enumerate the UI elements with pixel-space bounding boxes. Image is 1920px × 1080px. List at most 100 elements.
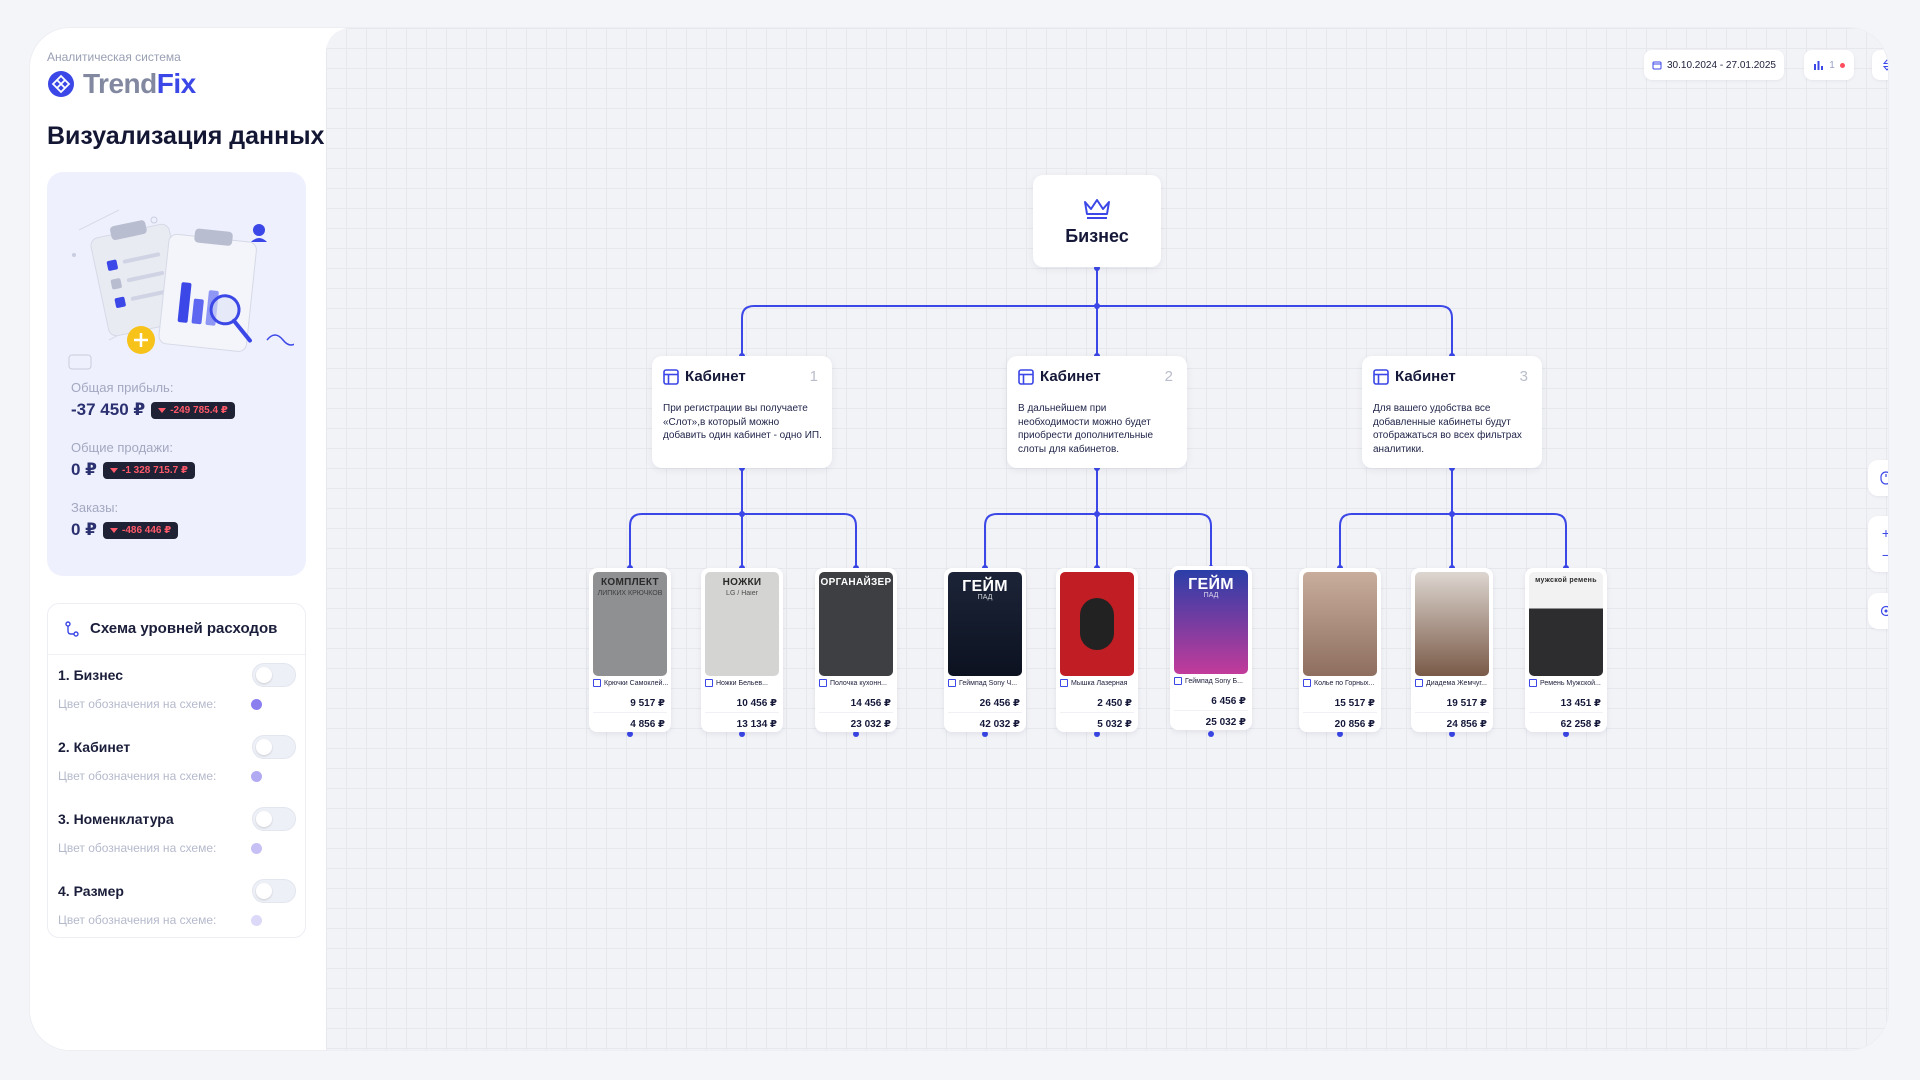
product-value-2: 42 032 ₽ xyxy=(979,719,1020,730)
date-range-picker[interactable]: 30.10.2024 - 27.01.2025 xyxy=(1644,50,1784,80)
product-card[interactable]: Колье по Горных... 15 517 ₽ 20 856 ₽ xyxy=(1299,568,1381,732)
product-value-2: 5 032 ₽ xyxy=(1097,719,1132,730)
sort-button[interactable] xyxy=(1872,50,1888,80)
product-name-text: Крючки Самоклей... xyxy=(604,679,669,687)
levels-card: Схема уровней расходов 1. Бизнес Цвет об… xyxy=(47,603,306,938)
toggle-knob xyxy=(256,883,272,899)
level-toggle[interactable] xyxy=(252,879,296,903)
layout-icon xyxy=(663,368,679,385)
product-value-1: 6 456 ₽ xyxy=(1211,696,1246,707)
divider xyxy=(48,654,305,655)
level-toggle[interactable] xyxy=(252,807,296,831)
page-title: Визуализация данных xyxy=(47,122,325,150)
product-value-2: 62 258 ₽ xyxy=(1560,719,1601,730)
product-card[interactable]: НОЖКИ LG / Haier Ножки Бельев... 10 456 … xyxy=(701,568,783,732)
product-icon xyxy=(1060,679,1068,687)
product-image-caption: мужской ремень xyxy=(1535,577,1597,584)
divider xyxy=(819,712,893,713)
product-name: Геймпад Sony Б... xyxy=(1174,677,1250,685)
clipboard-illustration xyxy=(68,209,294,370)
calendar-icon xyxy=(1652,61,1662,70)
product-image-caption: ГЕЙМ xyxy=(962,578,1008,595)
bar-chart-icon xyxy=(1814,61,1824,70)
root-node-business[interactable]: Бизнес xyxy=(1033,175,1161,267)
product-card[interactable]: ГЕЙМ ПАД Геймпад Sony Б... 6 456 ₽ 25 03… xyxy=(1170,566,1252,730)
layout-icon xyxy=(1373,368,1389,385)
product-card[interactable]: ОРГАНАЙЗЕР Полочка кухонн... 14 456 ₽ 23… xyxy=(815,568,897,732)
logo-fix: Fix xyxy=(156,68,196,99)
product-card[interactable]: КОМПЛЕКТ ЛИПКИХ КРЮЧКОВ Крючки Самоклей.… xyxy=(589,568,671,732)
chart-count: 1 xyxy=(1829,59,1835,71)
level-color-dot[interactable] xyxy=(251,699,262,710)
cabinet-number: 2 xyxy=(1164,368,1173,385)
chart-filter-button[interactable]: 1 xyxy=(1804,50,1854,80)
product-name-text: Ремень Мужской... xyxy=(1540,679,1601,687)
product-card[interactable]: Мышка Лазерная 2 450 ₽ 5 032 ₽ xyxy=(1056,568,1138,732)
app-window: Аналитическая система TrendFix Визуализа… xyxy=(30,28,1888,1050)
logo-text: TrendFix xyxy=(83,68,196,100)
level-color-dot[interactable] xyxy=(251,771,262,782)
cabinet-node-2[interactable]: Кабинет 2 В дальнейшем при необходимости… xyxy=(1007,356,1187,468)
cabinet-description: Для вашего удобства все добавленные каби… xyxy=(1373,403,1522,455)
logo[interactable]: TrendFix xyxy=(47,68,196,100)
system-label: Аналитическая система xyxy=(47,50,181,64)
product-name: Полочка кухонн... xyxy=(819,679,895,687)
level-color-dot[interactable] xyxy=(251,915,262,926)
product-card[interactable]: мужской ремень Ремень Мужской... 13 451 … xyxy=(1525,568,1607,732)
product-icon xyxy=(1415,679,1423,687)
product-image: мужской ремень xyxy=(1529,572,1603,676)
product-value-2: 4 856 ₽ xyxy=(630,719,665,730)
levels-title: Схема уровней расходов xyxy=(90,620,278,637)
zoom-in-icon[interactable]: + xyxy=(1881,525,1888,541)
root-label: Бизнес xyxy=(1065,225,1129,246)
notification-dot xyxy=(1839,62,1845,68)
product-image: НОЖКИ LG / Haier xyxy=(705,572,779,676)
product-icon xyxy=(705,679,713,687)
cabinet-node-3[interactable]: Кабинет 3 Для вашего удобства все добавл… xyxy=(1362,356,1542,468)
level-toggle[interactable] xyxy=(252,663,296,687)
down-triangle-icon xyxy=(110,527,119,533)
cabinet-node-1[interactable]: Кабинет 1 При регистрации вы получаете «… xyxy=(652,356,832,468)
product-image: ГЕЙМ ПАД xyxy=(1174,570,1248,674)
profit-label: Общая прибыль: xyxy=(71,380,174,395)
product-value-2: 24 856 ₽ xyxy=(1446,719,1487,730)
product-value-2: 20 856 ₽ xyxy=(1334,719,1375,730)
level-item-business: 1. Бизнес Цвет обозначения на схеме: xyxy=(58,659,296,731)
product-image: ОРГАНАЙЗЕР xyxy=(819,572,893,676)
levels-header: Схема уровней расходов xyxy=(64,620,277,637)
profit-delta-badge: -249 785.4 ₽ xyxy=(151,401,235,419)
down-triangle-icon xyxy=(158,407,167,413)
product-card[interactable]: Диадема Жемчуг... 19 517 ₽ 24 856 ₽ xyxy=(1411,568,1493,732)
product-image xyxy=(1303,572,1377,676)
product-icon xyxy=(1303,679,1311,687)
product-name-text: Диадема Жемчуг... xyxy=(1426,679,1487,687)
profit-row: -37 450 ₽ -249 785.4 ₽ xyxy=(71,400,235,420)
product-name-text: Геймпад Sony Б... xyxy=(1185,677,1243,685)
recenter-button[interactable] xyxy=(1868,593,1888,629)
level-toggle[interactable] xyxy=(252,735,296,759)
product-image-caption: НОЖКИ xyxy=(722,577,762,588)
zoom-out-icon[interactable]: − xyxy=(1881,547,1888,563)
product-value-1: 9 517 ₽ xyxy=(630,698,665,709)
level-color-dot[interactable] xyxy=(251,843,262,854)
level-color-label: Цвет обозначения на схеме: xyxy=(58,697,217,711)
orders-row: 0 ₽ -486 446 ₽ xyxy=(71,520,179,540)
product-image-subcaption: ПАД xyxy=(1203,592,1219,599)
product-value-1: 2 450 ₽ xyxy=(1097,698,1132,709)
level-name: 1. Бизнес xyxy=(58,667,124,683)
product-name: Ножки Бельев... xyxy=(705,679,781,687)
product-name-text: Мышка Лазерная xyxy=(1071,679,1128,687)
product-name-text: Колье по Горных... xyxy=(1314,679,1375,687)
product-image-caption: КОМПЛЕКТ xyxy=(601,577,659,588)
pan-mode-button[interactable] xyxy=(1868,460,1888,496)
tree-canvas[interactable]: 30.10.2024 - 27.01.2025 1 + − xyxy=(326,28,1888,1050)
level-color-label: Цвет обозначения на схеме: xyxy=(58,769,217,783)
product-image-caption: ОРГАНАЙЗЕР xyxy=(820,577,892,588)
layout-icon xyxy=(1018,368,1034,385)
product-name-text: Полочка кухонн... xyxy=(830,679,887,687)
product-icon xyxy=(1174,677,1182,685)
down-triangle-icon xyxy=(110,467,119,473)
stats-card: Общая прибыль: -37 450 ₽ -249 785.4 ₽ Об… xyxy=(47,172,306,576)
level-name: 2. Кабинет xyxy=(58,739,131,755)
product-card[interactable]: ГЕЙМ ПАД Геймпад Sony Ч... 26 456 ₽ 42 0… xyxy=(944,568,1026,732)
